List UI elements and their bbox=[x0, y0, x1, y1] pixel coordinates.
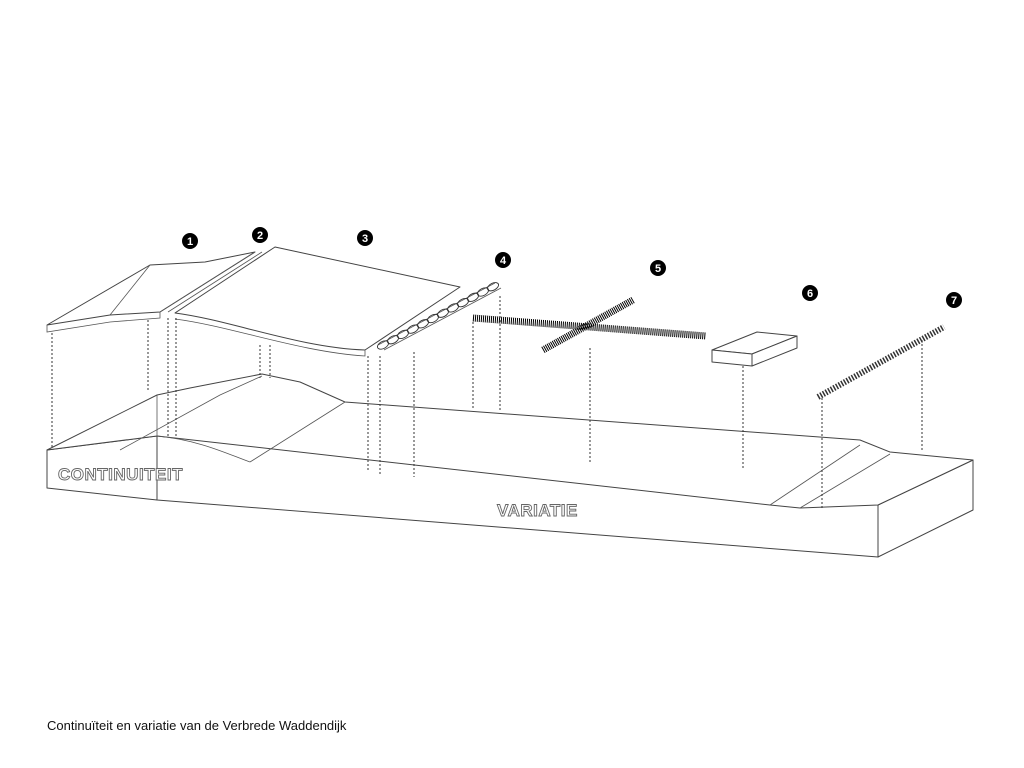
coil-segment bbox=[377, 340, 389, 350]
continuiteit-label: CONTINUITEIT bbox=[58, 465, 183, 484]
figure-caption: Continuïteit en variatie van de Verbrede… bbox=[47, 718, 347, 733]
piece-7-textured-strip bbox=[816, 324, 946, 400]
coil-segment bbox=[417, 319, 429, 329]
piece-6-slab bbox=[711, 331, 798, 367]
marker-1: 1 bbox=[182, 233, 198, 249]
coil-segment bbox=[467, 292, 479, 302]
marker-4: 4 bbox=[495, 252, 511, 268]
base-top-surface bbox=[46, 373, 974, 509]
marker-6: 6 bbox=[802, 285, 818, 301]
piece-4-coil-row bbox=[377, 282, 502, 351]
coil-segment bbox=[447, 303, 459, 313]
upper-dike-profile bbox=[46, 246, 502, 357]
coil-segment bbox=[407, 324, 419, 334]
coil-segment bbox=[457, 297, 469, 308]
coil-segment bbox=[477, 287, 489, 297]
marker-5-label: 5 bbox=[655, 263, 661, 275]
marker-7: 7 bbox=[946, 292, 962, 308]
marker-1-label: 1 bbox=[187, 236, 193, 248]
marker-7-label: 7 bbox=[951, 295, 957, 307]
marker-3-label: 3 bbox=[362, 233, 368, 245]
coil-segment bbox=[427, 313, 439, 324]
coil-segment bbox=[397, 329, 409, 340]
marker-6-label: 6 bbox=[807, 288, 813, 300]
coil-segment bbox=[487, 282, 499, 292]
piece-3-broad-slope bbox=[174, 246, 461, 351]
marker-3: 3 bbox=[357, 230, 373, 246]
connector-lines bbox=[51, 296, 923, 510]
coil-segment bbox=[437, 308, 449, 318]
marker-5: 5 bbox=[650, 260, 666, 276]
coil-segment bbox=[387, 335, 399, 345]
base-block bbox=[46, 373, 974, 558]
marker-2: 2 bbox=[252, 227, 268, 243]
variatie-label: VARIATIE bbox=[497, 501, 578, 520]
piece-5-cross bbox=[472, 296, 707, 354]
marker-2-label: 2 bbox=[257, 230, 263, 242]
marker-4-label: 4 bbox=[500, 255, 507, 267]
